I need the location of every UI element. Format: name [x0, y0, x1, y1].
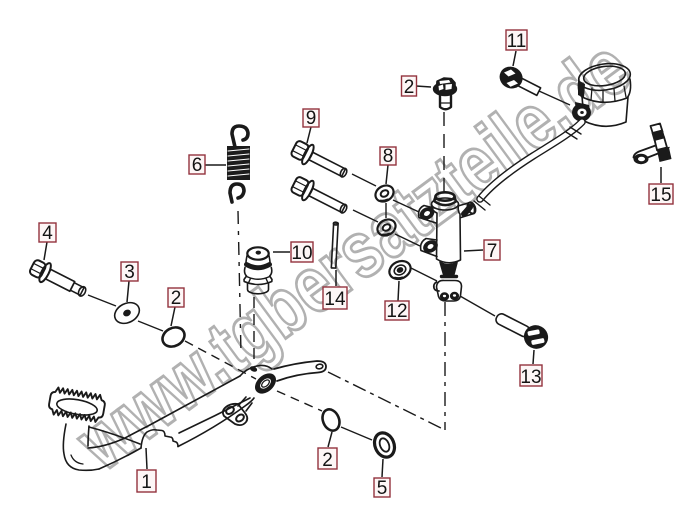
svg-text:7: 7: [487, 241, 498, 262]
svg-text:4: 4: [42, 223, 53, 244]
svg-text:2: 2: [322, 450, 333, 471]
svg-text:14: 14: [324, 289, 346, 310]
svg-text:3: 3: [124, 262, 135, 283]
svg-text:5: 5: [377, 478, 388, 499]
svg-text:10: 10: [291, 243, 312, 264]
svg-text:12: 12: [386, 301, 407, 322]
svg-text:6: 6: [192, 155, 203, 176]
svg-text:13: 13: [520, 367, 541, 388]
svg-text:1: 1: [141, 472, 152, 493]
svg-text:2: 2: [171, 288, 182, 309]
svg-text:2: 2: [404, 77, 415, 98]
svg-text:8: 8: [383, 146, 394, 167]
svg-text:15: 15: [650, 185, 671, 206]
svg-text:9: 9: [306, 108, 317, 129]
svg-text:11: 11: [507, 31, 527, 52]
